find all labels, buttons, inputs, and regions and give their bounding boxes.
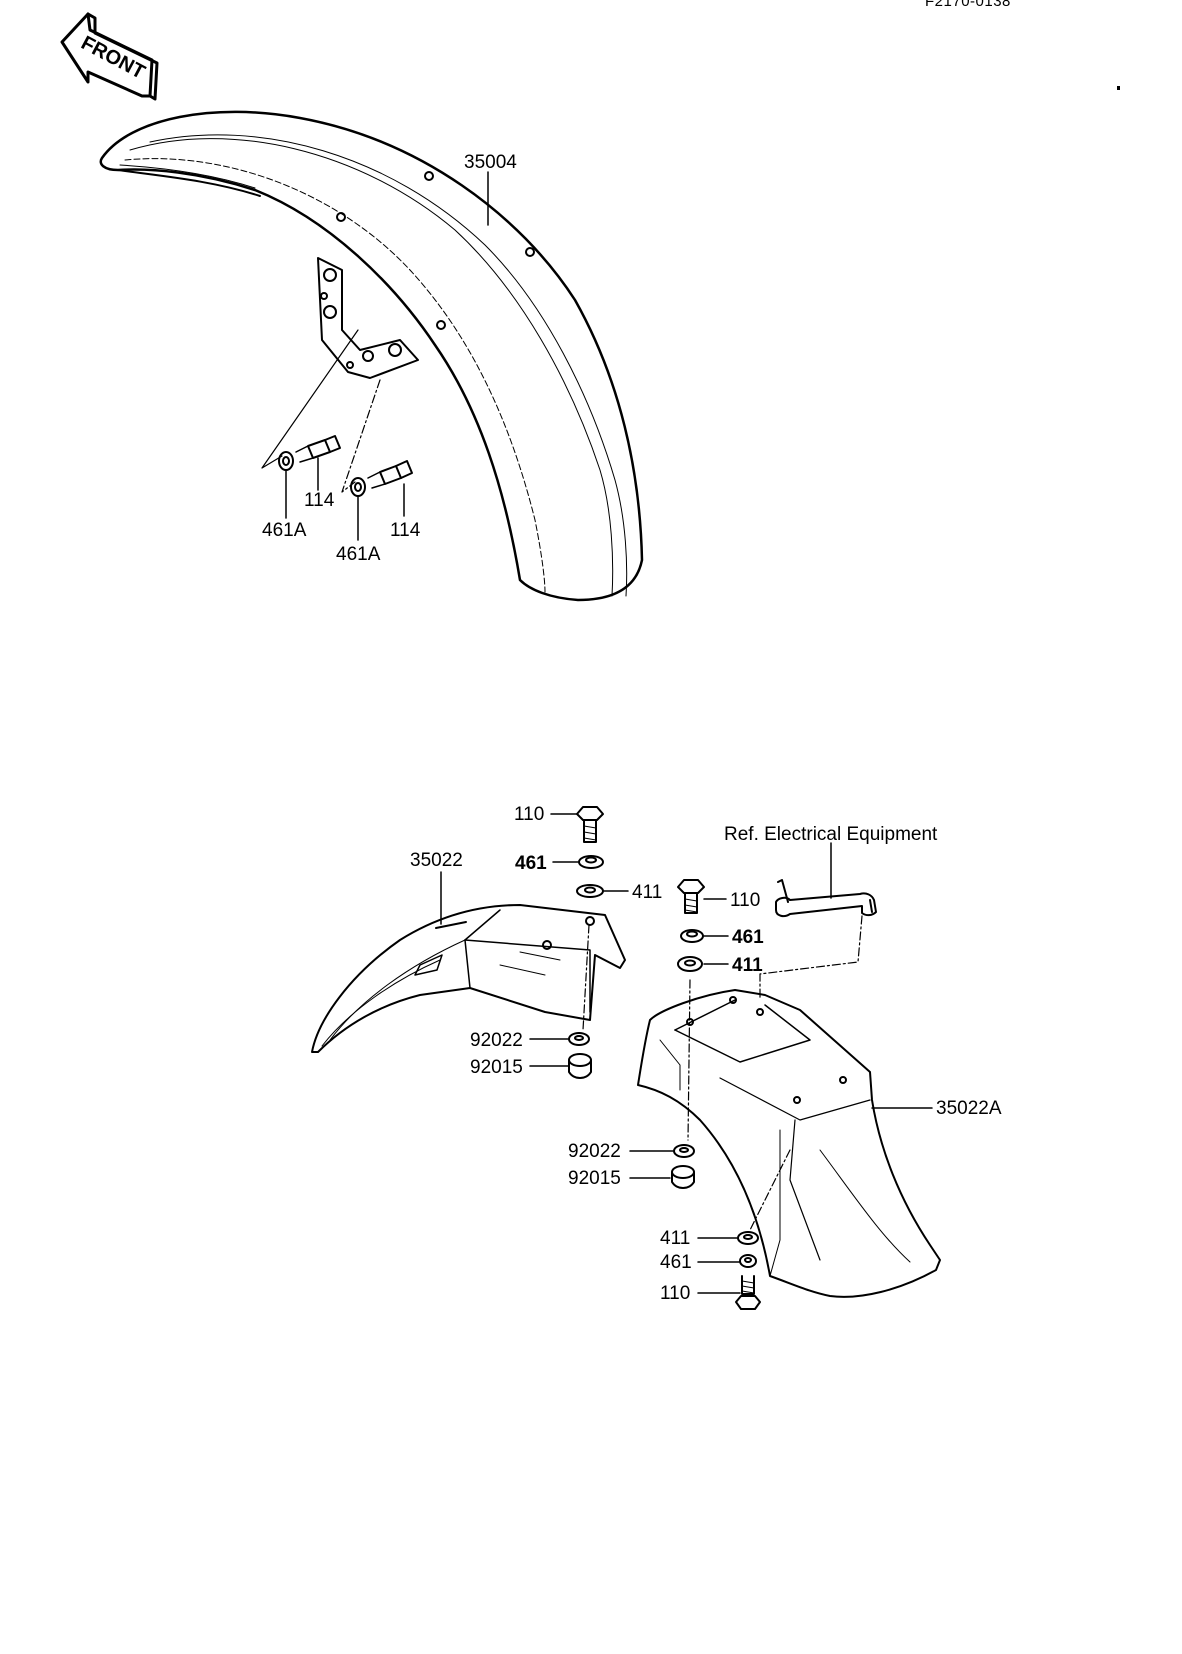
bolt-114-left-icon xyxy=(295,435,341,463)
grommet-92015-icon xyxy=(568,1053,592,1079)
rear-fender-35022 xyxy=(311,904,626,1053)
front-fender-part-label: 35004 xyxy=(464,152,517,173)
front-fender-35004 xyxy=(99,110,644,602)
washer-461A-left-icon xyxy=(278,451,294,471)
drawing-code: F2170-0138 xyxy=(925,0,1011,10)
washer-411-bottom-icon xyxy=(737,1231,759,1245)
scan-mark xyxy=(1117,86,1120,90)
lock-washer-461-top-icon xyxy=(680,929,704,943)
ref-electrical-label: Ref. Electrical Equipment xyxy=(724,824,938,845)
bolt-114-right-icon xyxy=(367,460,413,489)
rfa-lock-washer-top-label: 461 xyxy=(732,927,764,948)
rear-fender-35022A xyxy=(637,979,941,1298)
rfa-washer-bottom-label: 411 xyxy=(660,1228,690,1249)
rfa-lock-washer-bottom-label: 461 xyxy=(660,1252,692,1273)
bolt-110-bottom-icon xyxy=(735,1275,761,1310)
front-arrow-icon: FRONT xyxy=(60,12,159,101)
rear-fender-35022A-label: 35022A xyxy=(936,1098,1002,1119)
rf-washer-label: 411 xyxy=(632,882,662,903)
front-bolt-right-label: 114 xyxy=(390,520,421,541)
grommet-92015-side-icon xyxy=(671,1165,695,1189)
rfa-grommet-washer-label: 92022 xyxy=(568,1141,621,1162)
grommet-washer-92022-icon xyxy=(568,1032,590,1046)
rfa-washer-top-label: 411 xyxy=(732,955,763,976)
rf-grommet-label: 92015 xyxy=(470,1057,523,1078)
bolt-110-top-icon xyxy=(677,879,705,914)
lock-washer-461-bottom-icon xyxy=(739,1254,757,1268)
washer-461A-right-icon xyxy=(350,477,366,497)
rfa-bolt-top-label: 110 xyxy=(730,890,760,911)
bolt-110-icon xyxy=(576,806,604,843)
rf-lock-washer-label: 461 xyxy=(515,853,547,874)
rear-fender-35022-label: 35022 xyxy=(410,850,463,871)
front-washer-right-label: 461A xyxy=(336,544,381,565)
washer-411-top-icon xyxy=(677,956,703,972)
rf-grommet-washer-label: 92022 xyxy=(470,1030,523,1051)
lock-washer-461-icon xyxy=(578,855,604,869)
front-bolt-left-label: 114 xyxy=(304,490,335,511)
washer-411-icon xyxy=(576,884,604,898)
grommet-washer-92022-side-icon xyxy=(673,1144,695,1158)
rfa-grommet-label: 92015 xyxy=(568,1168,621,1189)
rfa-bolt-bottom-label: 110 xyxy=(660,1283,690,1304)
rf-bolt-label: 110 xyxy=(514,804,544,825)
front-washer-left-label: 461A xyxy=(262,520,307,541)
electrical-bracket-icon xyxy=(759,842,877,999)
